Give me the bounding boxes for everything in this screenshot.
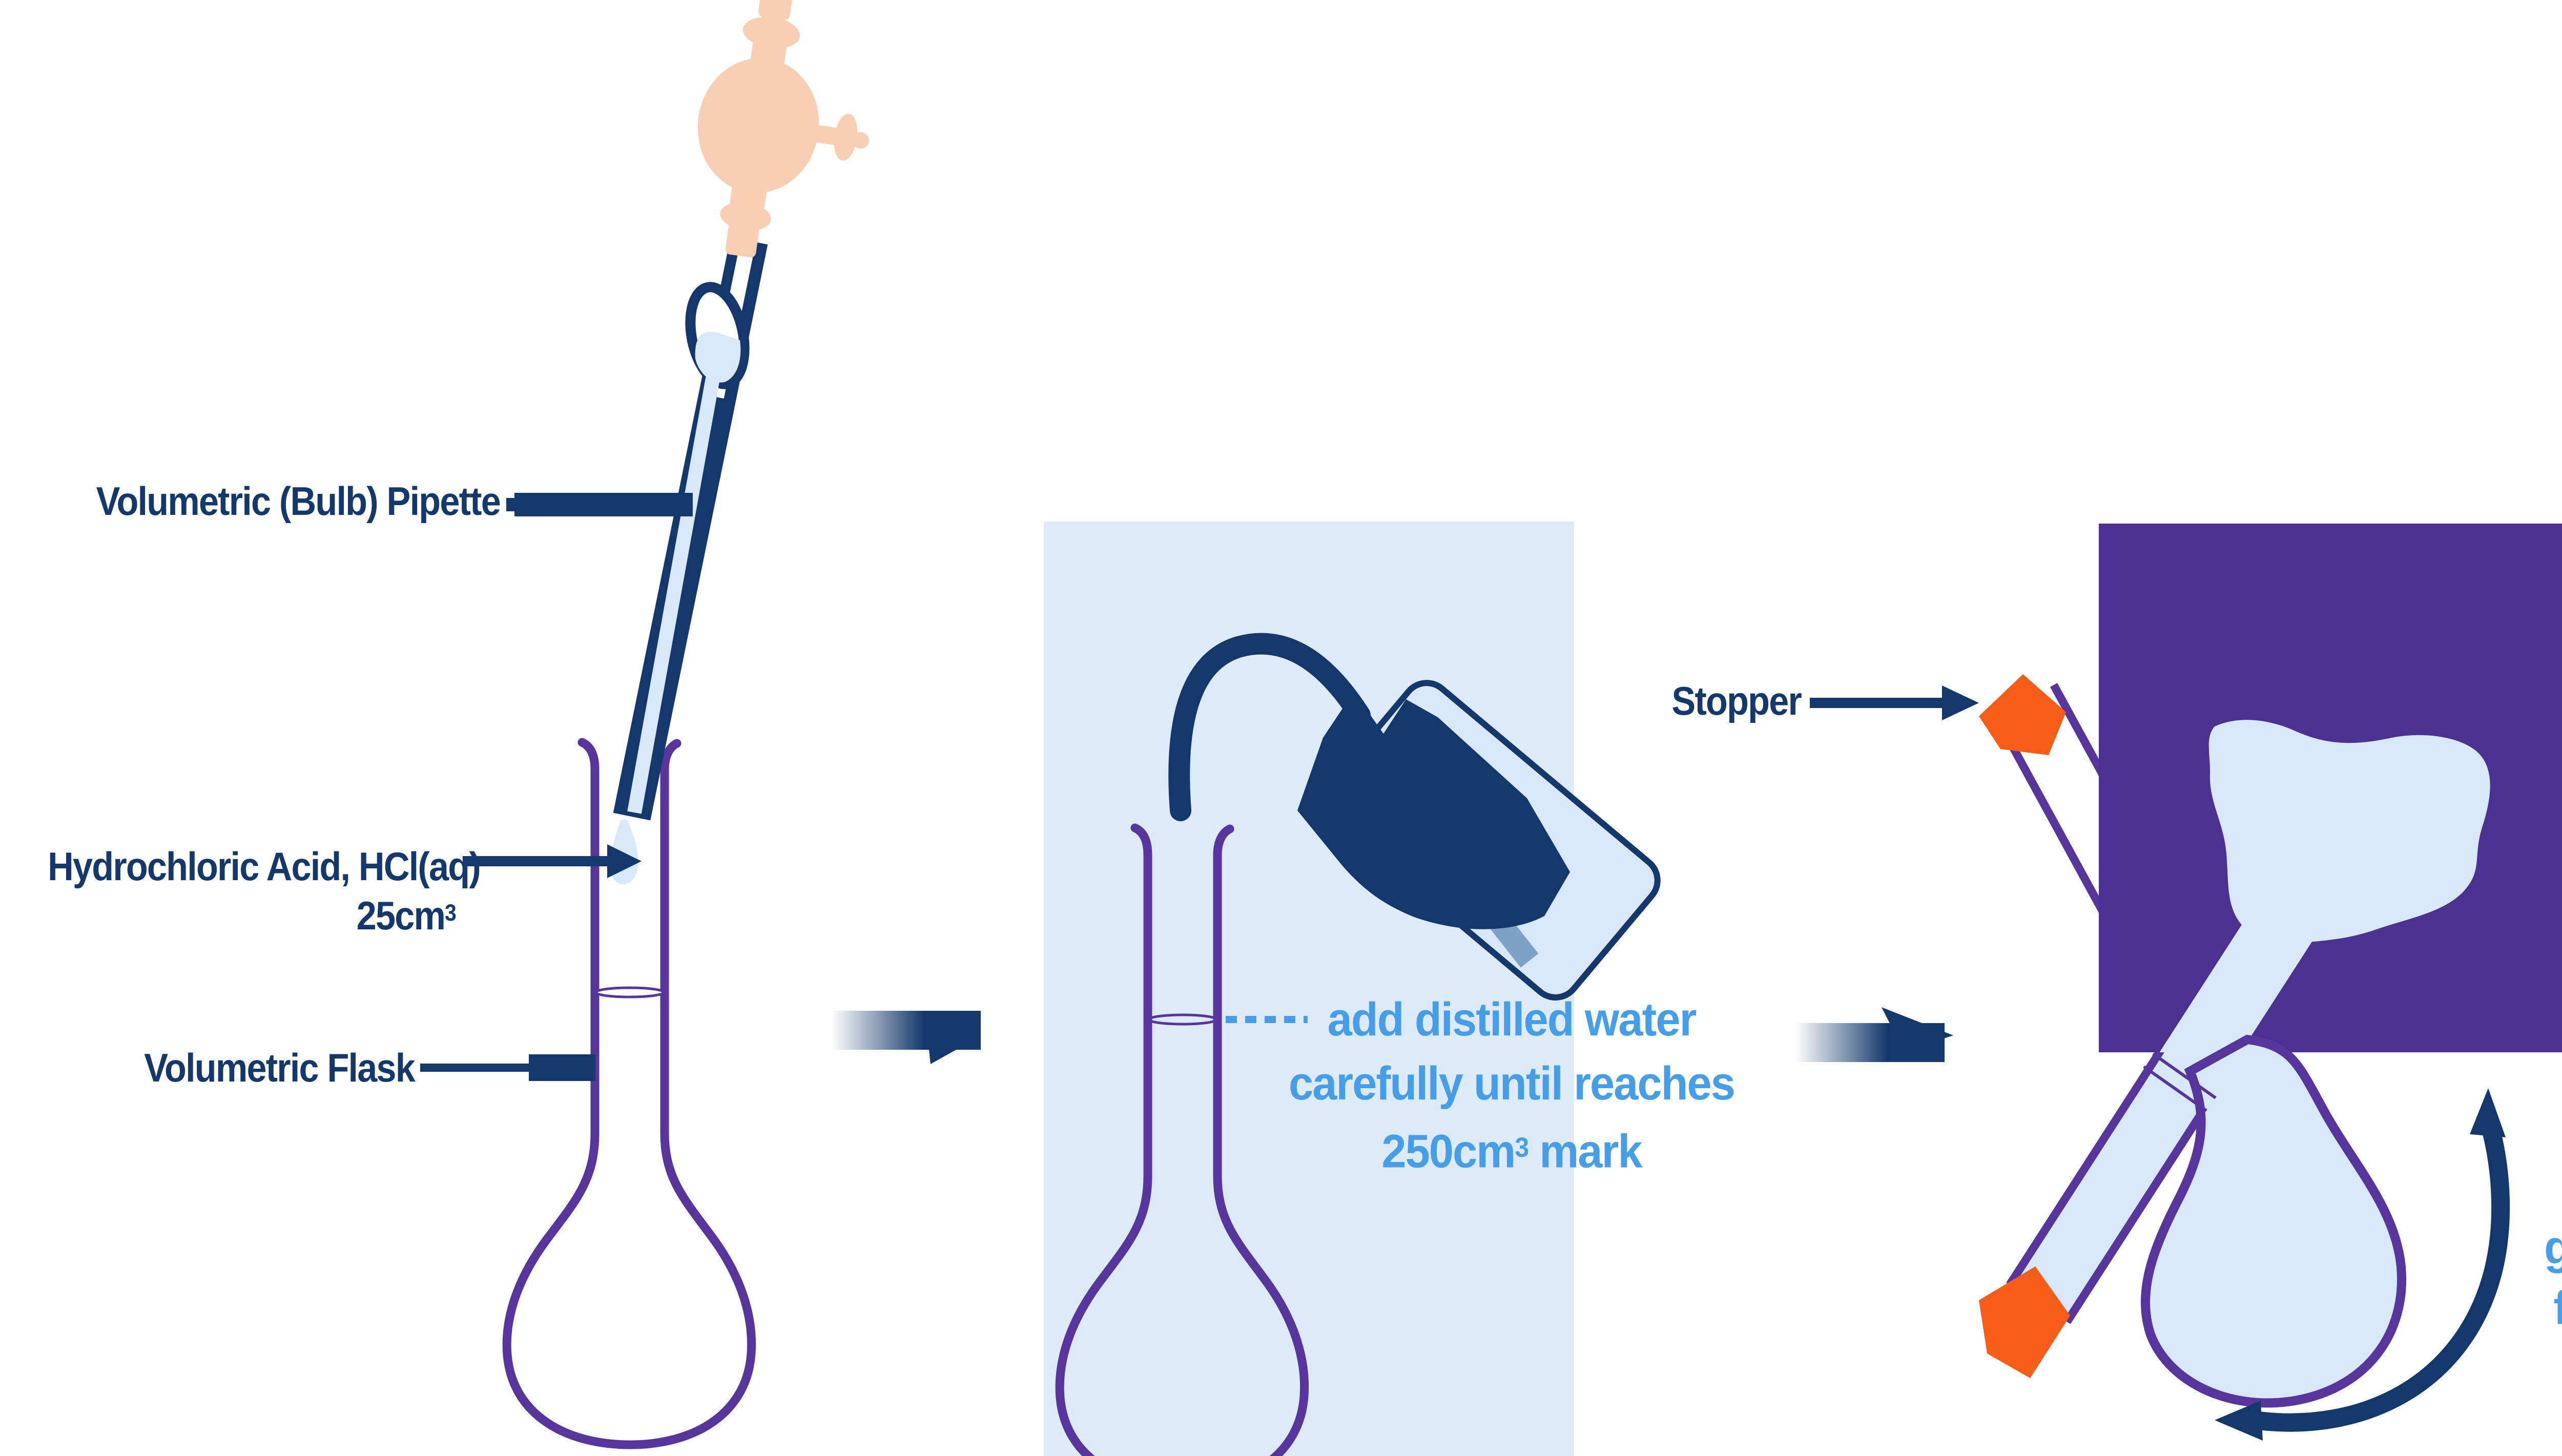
stopper-label: Stopper [1671, 678, 1802, 723]
flask-label-pointer [420, 1054, 595, 1081]
step-arrow-1-icon [831, 1011, 981, 1064]
invert-note: gently invert flask to mix [2453, 1217, 2562, 1338]
stopper-label-arrow-icon [1810, 685, 1979, 720]
add-water-note: add distilled water carefully until reac… [1174, 988, 1849, 1183]
step-arrow-2-icon [1795, 1007, 1953, 1062]
acid-label-arrow-icon [463, 844, 642, 878]
wash-bottle-cap [1297, 692, 1570, 929]
flask-neck-inverted-liquid [2010, 887, 2323, 1322]
acid-volume-label: 25cm3 [356, 893, 457, 939]
invert-note-line1: gently invert [2453, 1217, 2562, 1278]
flask-label: Volumetric Flask [144, 1045, 416, 1090]
add-water-note-line1: add distilled water [1327, 993, 1697, 1046]
acid-label: Hydrochloric Acid, HCl(aq) [48, 844, 481, 889]
volumetric-flask-step1 [502, 738, 756, 1449]
stopper-top-icon [1979, 674, 2066, 755]
inverted-flask-bulb [2141, 1034, 2406, 1408]
mark-volume-superscript: 3 [1515, 1133, 1529, 1163]
add-water-note-line2: carefully until reaches [1289, 1057, 1735, 1110]
wash-bottle-spout [1168, 633, 1371, 821]
inverted-flask-liquid-blob [2208, 720, 2490, 945]
pipette-label: Volumetric (Bulb) Pipette [96, 479, 501, 524]
volumetric-flask-step2 [1055, 823, 1309, 1456]
pipette-label-pointer [506, 493, 693, 516]
add-water-note-line3: 250cm3 mark [1381, 1125, 1642, 1178]
graduation-mark-step3 [2143, 1052, 2217, 1112]
bulb-pipette [613, 237, 768, 821]
invert-note-line2: flask to mix [2453, 1278, 2562, 1338]
stopper-bottom-icon [1979, 1266, 2070, 1378]
invert-arrow-icon [2215, 1088, 2510, 1441]
wash-bottle-icon [1168, 633, 1661, 1001]
step2-panel-background [1044, 522, 1574, 1456]
graduation-mark-step2 [1147, 1013, 1218, 1026]
pipette-filler-bulb-icon [697, 0, 869, 258]
acid-volume-superscript: 3 [445, 900, 457, 926]
graduation-mark-step1 [594, 986, 665, 999]
